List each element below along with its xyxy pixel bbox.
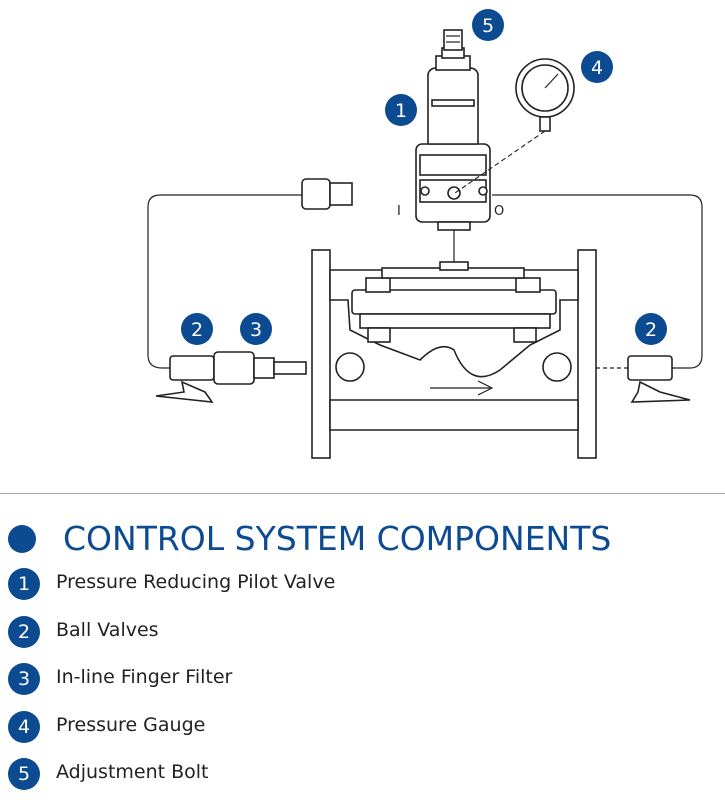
section-heading: CONTROL SYSTEM COMPONENTS [0,513,725,563]
legend-item: 4 Pressure Gauge [8,709,708,743]
inlet-port-label: I [397,204,401,219]
legend-label: In-line Finger Filter [56,666,233,688]
svg-text:3: 3 [250,319,262,341]
svg-text:2: 2 [191,319,203,341]
top-filter [301,178,353,210]
gauge-leader-line [454,130,546,194]
right-ball-valve [596,355,691,403]
legend-number: 3 [8,663,40,695]
heading-bullet-icon [8,525,36,553]
legend-item: 1 Pressure Reducing Pilot Valve [8,566,708,600]
left-ball-valve [155,351,307,403]
legend-item: 2 Ball Valves [8,614,708,648]
callout-1-badge: 1 [385,94,417,126]
legend-label: Pressure Reducing Pilot Valve [56,571,336,593]
callout-5-badge: 5 [472,9,504,41]
legend-number: 1 [8,568,40,600]
legend-item: 3 In-line Finger Filter [8,661,708,695]
valve-diagram: I O 1 2 3 2 4 5 [147,9,703,459]
legend-number: 4 [8,711,40,743]
legend-label: Ball Valves [56,619,159,641]
valve-cover [351,228,557,343]
control-tubing-outlet [492,194,703,369]
svg-text:5: 5 [482,15,494,37]
callout-4-badge: 4 [581,51,613,83]
callout-2-right-badge: 2 [635,313,667,345]
svg-text:2: 2 [645,319,657,341]
outlet-port-label: O [494,204,504,219]
svg-text:4: 4 [591,57,603,79]
section-title: CONTROL SYSTEM COMPONENTS [63,519,612,558]
legend-number: 5 [8,758,40,790]
legend-label: Adjustment Bolt [56,761,209,783]
legend-item: 5 Adjustment Bolt [8,756,708,790]
main-valve-body [311,249,597,459]
callout-2-left-badge: 2 [181,313,213,345]
pilot-valve [415,29,491,231]
svg-text:1: 1 [395,100,407,122]
section-divider [0,493,725,494]
legend-number: 2 [8,616,40,648]
callout-3-badge: 3 [240,313,272,345]
control-tubing [147,194,305,369]
pressure-gauge [454,58,575,194]
legend-label: Pressure Gauge [56,714,206,736]
